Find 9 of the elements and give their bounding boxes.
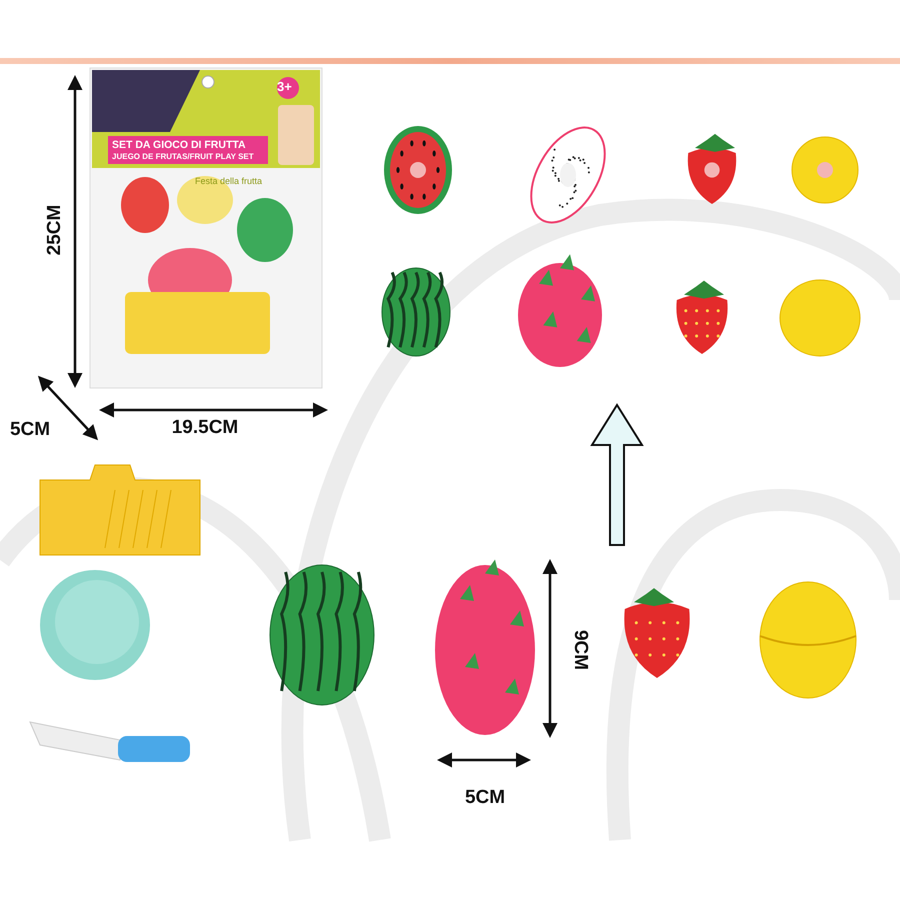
package-tagline: Festa della frutta (195, 176, 262, 186)
dimension-label: 5CM (10, 419, 50, 441)
package-title: SET DA GIOCO DI FRUTTA (112, 139, 246, 151)
dimension-label: 9CM (569, 630, 591, 670)
dimension-label: 19.5CM (172, 417, 238, 439)
dimension-label: 25CM (44, 204, 66, 256)
dimension-label: 5CM (464, 787, 506, 809)
age-label: 3+ (277, 79, 292, 94)
package-subtitle: JUEGO DE FRUTAS/FRUIT PLAY SET (112, 152, 254, 161)
